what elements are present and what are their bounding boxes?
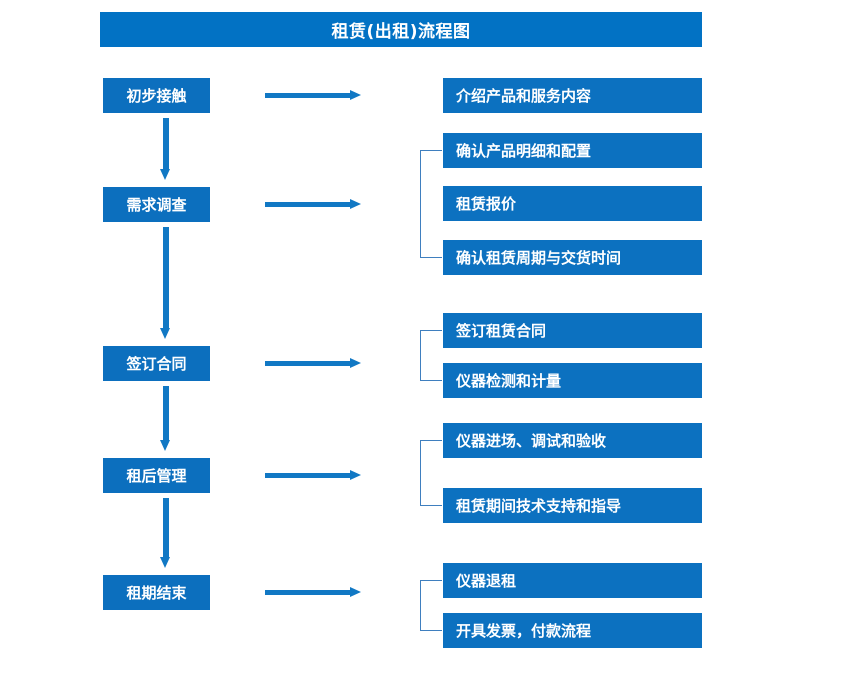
stage-box[interactable]: 初步接触 [103,78,210,113]
flow-arrow-right [265,90,361,101]
flow-arrow-right [265,199,361,210]
task-box[interactable]: 签订租赁合同 [443,313,702,348]
task-box[interactable]: 开具发票，付款流程 [443,613,702,648]
arrow-head-icon [160,328,170,339]
flowchart-title-banner: 租赁(出租)流程图 [100,12,702,47]
arrow-head-icon [350,358,361,368]
arrow-shaft [163,118,169,169]
task-box[interactable]: 租赁期间技术支持和指导 [443,488,702,523]
arrow-head-icon [160,557,170,568]
flow-arrow-down [160,498,171,568]
arrow-shaft [265,93,351,98]
task-box[interactable]: 仪器退租 [443,563,702,598]
arrow-head-icon [160,169,170,180]
flow-arrow-down [160,227,171,339]
task-box[interactable]: 确认产品明细和配置 [443,133,702,168]
group-bracket [420,440,442,506]
stage-box[interactable]: 签订合同 [103,346,210,381]
arrow-head-icon [350,470,361,480]
arrow-head-icon [350,587,361,597]
stage-box[interactable]: 租期结束 [103,575,210,610]
arrow-shaft [265,473,351,478]
arrow-shaft [265,361,351,366]
arrow-head-icon [350,90,361,100]
task-box[interactable]: 介绍产品和服务内容 [443,78,702,113]
arrow-head-icon [160,440,170,451]
flow-arrow-right [265,470,361,481]
flow-arrow-right [265,587,361,598]
flow-arrow-right [265,358,361,369]
arrow-shaft [265,590,351,595]
task-box[interactable]: 仪器进场、调试和验收 [443,423,702,458]
arrow-head-icon [350,199,361,209]
arrow-shaft [265,202,351,207]
task-box[interactable]: 仪器检测和计量 [443,363,702,398]
arrow-shaft [163,386,169,440]
group-bracket [420,580,442,631]
task-box[interactable]: 租赁报价 [443,186,702,221]
flow-arrow-down [160,118,171,180]
arrow-shaft [163,227,169,328]
stage-box[interactable]: 需求调查 [103,187,210,222]
task-box[interactable]: 确认租赁周期与交货时间 [443,240,702,275]
group-bracket [420,330,442,381]
arrow-shaft [163,498,169,557]
group-bracket [420,150,442,258]
stage-box[interactable]: 租后管理 [103,458,210,493]
flow-arrow-down [160,386,171,451]
